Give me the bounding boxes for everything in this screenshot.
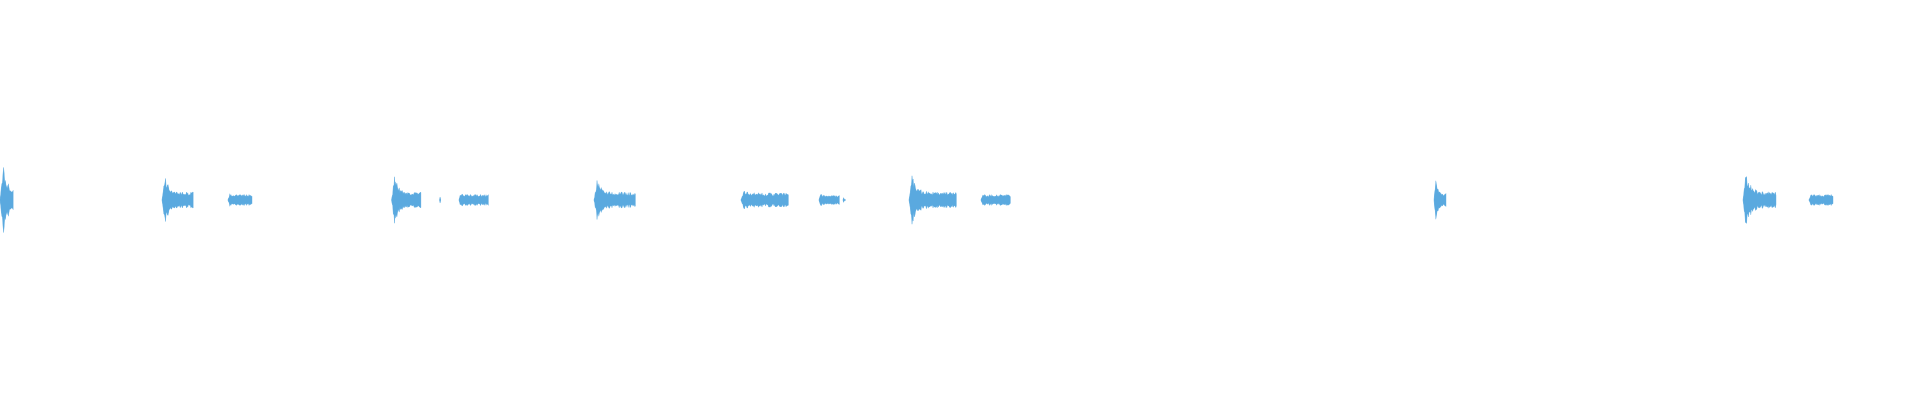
- waveform-segment: [740, 191, 789, 209]
- waveform-segment: [593, 180, 636, 220]
- waveform-burst: [439, 196, 441, 204]
- waveform-segment: [0, 167, 14, 233]
- waveform-segment: [391, 176, 422, 224]
- waveform-segment: [1433, 180, 1447, 220]
- waveform-segment: [1742, 176, 1777, 224]
- waveform-burst: [0, 167, 14, 233]
- waveform-track: [0, 167, 1834, 233]
- waveform-burst: [842, 197, 846, 203]
- waveform-burst: [1742, 176, 1777, 224]
- waveform-burst: [1808, 193, 1834, 207]
- waveform-burst: [458, 193, 489, 207]
- waveform-segment: [818, 194, 840, 206]
- waveform-burst: [227, 193, 253, 207]
- waveform-segment: [227, 193, 253, 207]
- waveform-burst: [740, 191, 789, 209]
- waveform-burst: [161, 178, 194, 222]
- waveform-burst: [980, 193, 1011, 207]
- waveform-segment: [980, 193, 1011, 207]
- waveform-segment: [908, 175, 957, 225]
- waveform-segment: [842, 197, 846, 203]
- waveform-burst: [1433, 180, 1447, 220]
- waveform-segment: [458, 193, 489, 207]
- waveform-segment: [161, 178, 194, 222]
- waveform-burst: [391, 176, 422, 224]
- waveform-burst: [818, 194, 840, 206]
- waveform-burst: [593, 180, 636, 220]
- waveform-burst: [908, 175, 957, 225]
- waveform-segment: [439, 196, 441, 204]
- waveform-segment: [1808, 193, 1834, 207]
